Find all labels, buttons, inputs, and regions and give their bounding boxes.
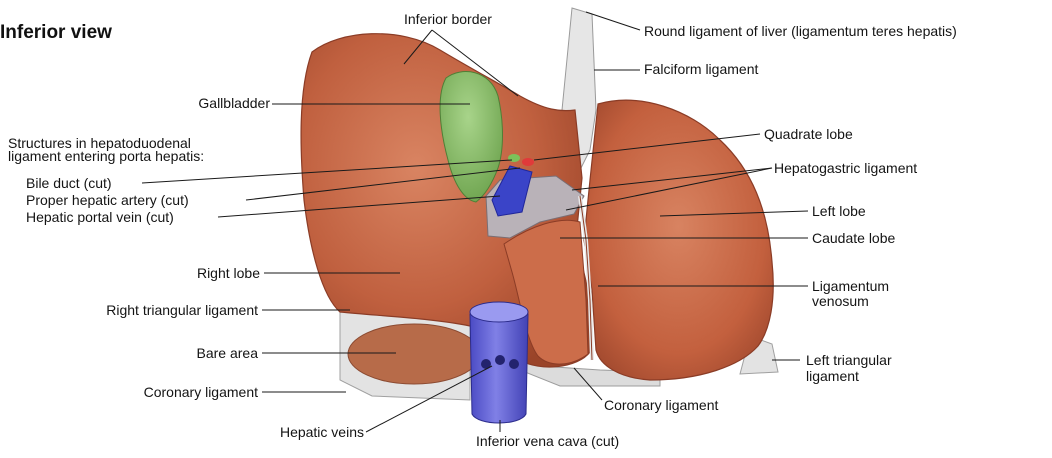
label-coronary-ligament-right: Coronary ligament: [604, 398, 718, 413]
label-inferior-border: Inferior border: [404, 12, 492, 27]
label-ligamentum-venosum-1: Ligamentum: [812, 279, 889, 294]
label-structures-heading-2: ligament entering porta hepatis:: [8, 149, 204, 164]
label-hepatic-veins: Hepatic veins: [240, 425, 364, 440]
label-round-ligament: Round ligament of liver (ligamentum tere…: [644, 24, 957, 39]
label-hepatogastric-ligament: Hepatogastric ligament: [774, 161, 917, 176]
label-ligamentum-venosum-2: venosum: [812, 294, 869, 309]
label-bile-duct: Bile duct (cut): [26, 176, 112, 191]
label-bare-area: Bare area: [150, 346, 258, 361]
label-right-lobe: Right lobe: [150, 266, 260, 281]
label-coronary-ligament-left: Coronary ligament: [90, 385, 258, 400]
hepatic-vein-opening: [509, 359, 519, 369]
label-right-triangular-ligament: Right triangular ligament: [40, 303, 258, 318]
left-lobe-shape: [584, 100, 773, 380]
bile-duct-cut: [508, 154, 520, 162]
hepatic-vein-opening: [495, 355, 505, 365]
label-left-triangular-1: Left triangular: [806, 353, 892, 368]
label-quadrate-lobe: Quadrate lobe: [764, 127, 853, 142]
label-gallbladder: Gallbladder: [166, 96, 270, 111]
label-falciform-ligament: Falciform ligament: [644, 62, 758, 77]
label-caudate-lobe: Caudate lobe: [812, 231, 895, 246]
hepatic-artery-cut: [522, 158, 534, 166]
label-left-triangular-2: ligament: [806, 369, 859, 384]
view-title: Inferior view: [0, 22, 112, 44]
label-left-lobe: Left lobe: [812, 204, 866, 219]
bare-area-shape: [348, 324, 480, 384]
label-inferior-vena-cava: Inferior vena cava (cut): [476, 434, 619, 449]
label-hepatic-artery: Proper hepatic artery (cut): [26, 193, 189, 208]
label-portal-vein: Hepatic portal vein (cut): [26, 210, 174, 225]
